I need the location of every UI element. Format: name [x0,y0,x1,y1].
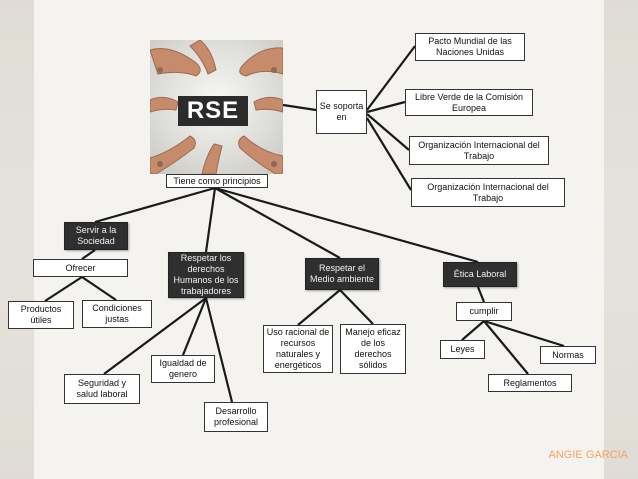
left-decoration [0,0,34,479]
line-human-to-desarrollo [204,297,234,403]
rse-title: RSE [178,96,248,126]
line-rse-to-support [282,103,317,112]
line-human-to-seguridad [103,297,207,375]
line-support-to-oit2 [366,117,412,191]
line-support-to-libre [366,100,406,114]
sleeve-dot-1 [157,67,163,73]
item-manejo: Manejo eficaz de los derechos sólidos [340,324,406,374]
item-seguridad: Seguridad y salud laboral [64,374,140,404]
support-oit-1: Organización Internacional del Trabajo [409,136,549,165]
line-cumplir-to-normas [483,319,565,348]
principles-hub: Tiene como principios [166,174,268,188]
rse-hands-image: RSE [150,40,283,174]
right-decoration [604,0,638,479]
item-uso-racional: Uso racional de recursos naturales y ene… [263,325,333,373]
line-env-to-uso [297,289,341,326]
connector-ofrecer: Ofrecer [33,259,128,277]
item-condiciones: Condiciones justas [82,300,152,328]
item-reglamentos: Reglamentos [488,374,572,392]
line-cumplir-to-leyes [461,320,485,341]
item-leyes: Leyes [440,340,485,359]
line-support-to-pacto [366,45,416,111]
line-ethics-to-cumplir [476,286,486,303]
line-human-to-igualdad [181,297,208,356]
item-igualdad: Igualdad de genero [151,355,215,383]
item-productos: Productos útiles [8,301,74,329]
line-cumplir-to-reglamentos [483,320,529,375]
principle-ethics: Ética Laboral [443,262,517,287]
hand-bottom [201,143,223,174]
hand-left [150,96,179,113]
sleeve-dot-3 [157,161,163,167]
hand-top [189,40,217,75]
line-hub-to-human [204,187,217,253]
support-libre-verde: Libre Verde de la Comisión Europea [405,89,533,116]
hand-top-right [239,47,283,77]
line-society-to-ofrecer [81,249,96,260]
sleeve-dot-4 [271,161,277,167]
line-hub-to-ethics [214,186,479,264]
sleeve-dot-2 [271,67,277,73]
line-ofrecer-to-productos [44,276,83,302]
line-hub-to-env [214,187,341,259]
hands-illustration [150,40,283,174]
hand-top-left [150,48,201,77]
principle-environment: Respetar el Medio ambiente [305,258,379,290]
principle-human-rights: Respetar los derechos Humanos de los tra… [168,252,244,298]
support-oit-2: Organización Internacional del Trabajo [411,178,565,207]
principle-society: Servir a la Sociedad [64,222,128,250]
author-name: ANGIE GARCIA [548,449,628,461]
support-pacto-mundial: Pacto Mundial de las Naciones Unidas [415,33,525,61]
support-connector: Se soporta en [316,90,367,134]
hand-bottom-right [238,135,283,174]
hand-right [253,96,283,113]
connector-cumplir: cumplir [456,302,512,321]
line-ofrecer-to-condiciones [81,276,117,301]
hand-bottom-left [150,135,196,174]
item-normas: Normas [540,346,596,364]
line-support-to-oit1 [366,113,410,151]
item-desarrollo: Desarrollo profesional [204,402,268,432]
line-env-to-manejo [339,289,374,325]
line-hub-to-society [94,186,216,224]
